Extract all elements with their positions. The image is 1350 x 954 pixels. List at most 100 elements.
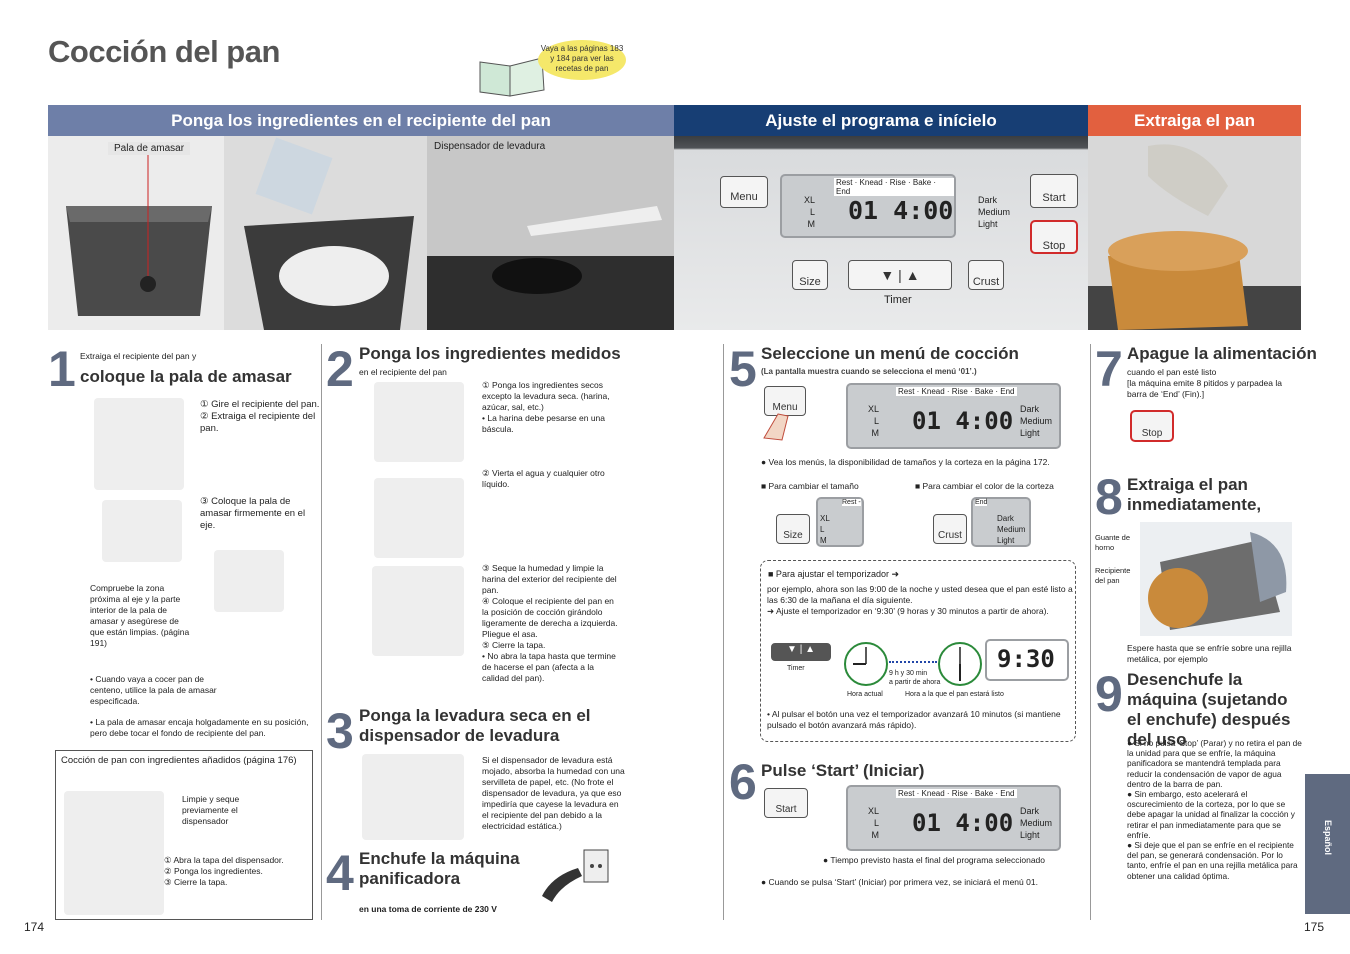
timer-arrows-button[interactable]: ▼ | ▲	[848, 260, 952, 290]
language-tab-label: Español	[1323, 820, 1333, 856]
timer-ready-label: Hora a la que el pan estará listo	[905, 691, 1004, 698]
color-lcd: End Dark Medium Light	[971, 497, 1031, 547]
step1-title: coloque la pala de amasar	[80, 367, 292, 386]
step9-number: 9	[1095, 666, 1123, 722]
menu-button[interactable]: Menu	[720, 176, 768, 208]
step5-value: 01 4:00	[912, 407, 1014, 435]
lcd-display: Rest · Knead · Rise · Bake · End XL L M …	[780, 174, 1010, 238]
box-b: ① Abra la tapa del dispensador. ② Ponga …	[164, 855, 284, 887]
size-change-label: ■ Para cambiar el tamaño	[761, 481, 859, 491]
step4-title: Enchufe la máquina panificadora	[359, 849, 520, 888]
control-panel: Menu Rest · Knead · Rise · Bake · End XL…	[674, 136, 1088, 330]
book-icon	[479, 57, 545, 97]
step1-b: ③ Coloque la pala de amasar firmemente e…	[200, 496, 306, 531]
step1-illustration-a	[94, 398, 184, 490]
step5-colors: Dark Medium Light	[1020, 404, 1053, 438]
step2-illustration-a	[374, 382, 464, 462]
step4-sub: en una toma de corriente de 230 V	[359, 904, 497, 914]
timer-box: ■ Para ajustar el temporizador ➜ por eje…	[760, 560, 1076, 742]
band-ingredients: Ponga los ingredientes en el recipiente …	[48, 105, 674, 136]
step6-value: 01 4:00	[912, 809, 1014, 837]
size-lcd: Rest - XL L M	[816, 497, 864, 547]
color-change-label: ■ Para cambiar el color de la corteza	[915, 481, 1054, 491]
step6-title: Pulse ‘Start’ (Iniciar)	[761, 761, 925, 780]
timer-small-button[interactable]: ▼ | ▲	[771, 643, 831, 661]
added-ingredients-box: Cocción de pan con ingredientes añadidos…	[55, 750, 313, 920]
step7-stop-button[interactable]: Stop	[1130, 410, 1174, 442]
step2-b: ② Vierta el agua y cualquier otro líquid…	[482, 468, 605, 489]
timer-note: • Al pulsar el botón una vez el temporiz…	[767, 709, 1061, 730]
label-pala: Pala de amasar	[108, 142, 191, 155]
step2-title: Ponga los ingredientes medidos	[359, 344, 621, 363]
step6-stages: Rest · Knead · Rise · Bake · End	[896, 789, 1017, 798]
step4-number: 4	[326, 845, 354, 901]
label-dispensador: Dispensador de levadura	[434, 141, 546, 152]
color-lcd-list: Dark Medium Light	[997, 514, 1026, 545]
clock-ready-icon	[938, 642, 982, 686]
step8-text: Espere hasta que se enfríe sobre una rej…	[1127, 643, 1292, 664]
clock-now-icon	[844, 642, 888, 686]
step6-start-button[interactable]: Start	[764, 788, 808, 818]
step1-a: ① Gire el recipiente del pan. ② Extraiga…	[200, 399, 320, 434]
step8-illustration	[1140, 522, 1292, 636]
step2-sub: en el recipiente del pan	[359, 367, 447, 377]
timer-arrow	[889, 661, 937, 663]
step8-number: 8	[1095, 469, 1123, 525]
label-recipiente: Recipiente del pan	[1095, 566, 1131, 585]
timer-small-label: Timer	[787, 665, 805, 672]
step6-b: ● Cuando se pulsa ‘Start’ (Iniciar) por …	[761, 877, 1038, 887]
step1-illustration-c	[214, 550, 284, 612]
step2-a: ① Ponga los ingredientes secos excepto l…	[482, 380, 610, 434]
step1-note1: • Cuando vaya a cocer pan de centeno, ut…	[90, 674, 217, 706]
step6-a: ● Tiempo previsto hasta el final del pro…	[823, 855, 1046, 865]
finger-icon	[763, 413, 789, 441]
box-illustration	[64, 791, 164, 915]
lcd-value: 01 4:00	[848, 196, 954, 225]
timer-text: por ejemplo, ahora son las 9:00 de la no…	[767, 584, 1073, 616]
step6-number: 6	[729, 754, 757, 810]
recipes-bubble: Vaya a las páginas 183 y 184 para ver la…	[538, 40, 626, 80]
step1-c: Compruebe la zona próxima al eje y la pa…	[90, 583, 190, 648]
step3-illustration	[362, 754, 464, 840]
step5-lcd: Rest · Knead · Rise · Bake · End XL L M …	[846, 383, 1061, 449]
step7-text: cuando el pan esté listo [la máquina emi…	[1127, 367, 1282, 399]
step5-menu-button[interactable]: Menu	[764, 386, 806, 416]
step5-number: 5	[729, 341, 757, 397]
timer-lcd: 9:30	[985, 639, 1069, 681]
stages-bar: Rest · Knead · Rise · Bake · End	[834, 178, 954, 196]
step3-text: Si el dispensador de levadura está mojad…	[482, 755, 625, 831]
stop-button[interactable]: Stop	[1030, 220, 1078, 254]
language-tab: Español	[1305, 774, 1350, 914]
step6-colors: Dark Medium Light	[1020, 806, 1053, 840]
label-guante: Guante de horno	[1095, 533, 1131, 552]
step5-title: Seleccione un menú de cocción	[761, 344, 1019, 363]
timer-label-head: ■ Para ajustar el temporizador ➜	[768, 569, 900, 579]
color-list: Dark Medium Light	[978, 195, 1011, 229]
step9-text: ● Si no pulsa ‘Stop’ (Parar) y no retira…	[1127, 738, 1302, 881]
step1-illustration-b	[102, 500, 182, 562]
band-program: Ajuste el programa e inícielo	[674, 105, 1088, 136]
crust-button[interactable]: Crust	[968, 260, 1004, 290]
step5-sub: (La pantalla muestra cuando se seleccion…	[761, 367, 977, 376]
step2-number: 2	[326, 341, 354, 397]
size-lcd-rest: Rest -	[842, 499, 861, 506]
step3-title: Ponga la levadura seca en el dispensador…	[359, 706, 591, 745]
step5-size-button[interactable]: Size	[776, 514, 810, 544]
timer-label: Timer	[884, 294, 912, 306]
size-list: XL L M	[804, 195, 816, 229]
photo-remove	[1088, 136, 1301, 330]
step6-lcd: Rest · Knead · Rise · Bake · End XL L M …	[846, 785, 1061, 851]
step7-title: Apague la alimentación	[1127, 344, 1317, 363]
photo-pan	[48, 136, 224, 330]
size-lcd-list: XL L M	[820, 514, 830, 545]
band-remove: Extraiga el pan	[1088, 105, 1301, 136]
step1-number: 1	[48, 341, 76, 397]
start-button[interactable]: Start	[1030, 174, 1078, 208]
timer-lcd-value: 9:30	[997, 645, 1055, 673]
size-button[interactable]: Size	[792, 260, 828, 290]
box-title: Cocción de pan con ingredientes añadidos…	[61, 755, 297, 766]
step7-number: 7	[1095, 341, 1123, 397]
step5-crust-button[interactable]: Crust	[933, 514, 967, 544]
step5-note: ● Vea los menús, la disponibilidad de ta…	[761, 457, 1050, 467]
timer-now-label: Hora actual	[847, 691, 883, 698]
